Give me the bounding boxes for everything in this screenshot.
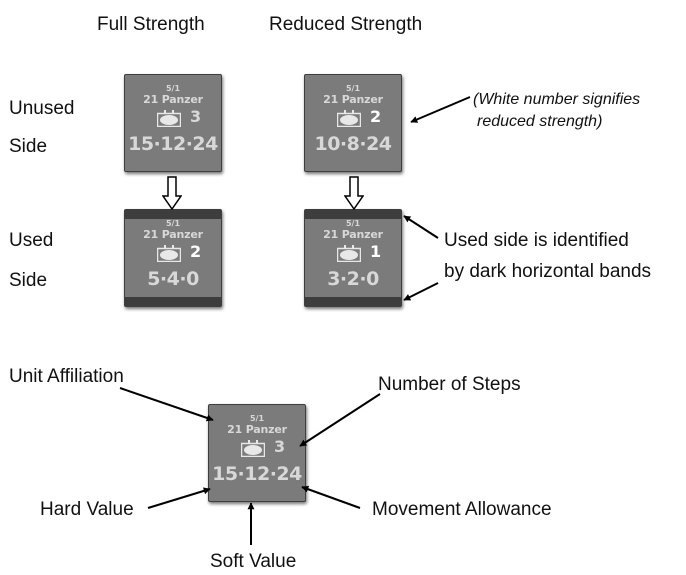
counter-values: 15·12·24 [212,463,302,485]
header-reduced-strength: Reduced Strength [269,14,423,35]
arrow-used-band-bottom [403,282,439,301]
tank-icon [337,110,361,127]
counter-unit: 21 Panzer [323,93,383,106]
row-label-unused: Unused [9,98,75,119]
header-full-strength: Full Strength [97,14,205,35]
arrow-white-number [410,96,471,123]
arrow-unit-affiliation [119,387,214,422]
label-number-of-steps: Number of Steps [378,374,521,395]
counter-values: 15·12·24 [128,133,218,155]
counter-unit: 21 Panzer [323,228,383,241]
note-white-number-line1: (White number signifies [473,91,641,108]
counter-unit: 21 Panzer [143,228,203,241]
tank-icon [241,440,265,457]
note-white-number-line2: reduced strength) [477,113,603,130]
note-white-number: (White number signifies reduced strength… [473,89,640,133]
label-soft-value: Soft Value [210,551,297,572]
arrow-movement-allowance [301,485,361,509]
row-label-used: Used [9,230,54,251]
label-movement-allowance: Movement Allowance [372,499,552,520]
label-unit-affiliation: Unit Affiliation [9,366,124,387]
label-hard-value: Hard Value [40,499,134,520]
counter-reduced-used: 5/1 21 Panzer 1 3·2·0 [304,209,402,307]
counter-example: 5/1 21 Panzer 3 15·12·24 [208,404,306,502]
counter-values: 10·8·24 [314,133,392,155]
tank-icon [157,245,181,262]
used-band-bottom [125,297,221,306]
counter-unit: 21 Panzer [143,93,203,106]
counter-full-unused: 5/1 21 Panzer 3 15·12·24 [124,74,222,172]
counter-division: 5/1 [249,414,265,423]
arrow-hard-value [147,487,211,509]
arrow-used-band-top [403,215,439,239]
counter-division: 5/1 [345,84,361,93]
counter-reduced-unused: 5/1 21 Panzer 2 10·8·24 [304,74,402,172]
row-label-used-side: Side [9,270,48,291]
used-band-top [305,210,401,219]
counter-values: 5·4·0 [147,268,199,290]
note-used-side-line2: by dark horizontal bands [444,261,652,282]
counter-division: 5/1 [165,84,181,93]
tank-icon [157,110,181,127]
tank-icon [337,245,361,262]
used-band-top [125,210,221,219]
counter-steps: 2 [370,107,382,126]
counter-steps: 3 [190,107,202,126]
flip-arrow-icon [162,176,182,210]
counter-steps: 1 [370,242,382,261]
counter-full-used: 5/1 21 Panzer 2 5·4·0 [124,209,222,307]
counter-steps: 2 [190,242,202,261]
counter-unit: 21 Panzer [227,423,287,436]
arrow-number-of-steps [299,393,381,447]
counter-division: 5/1 [345,219,361,228]
counter-steps: 3 [274,437,286,456]
counter-division: 5/1 [165,219,181,228]
flip-arrow-icon [344,176,364,210]
row-label-unused-side: Side [9,136,48,157]
counter-values: 3·2·0 [327,268,379,290]
note-used-side-line1: Used side is identified [444,230,629,251]
used-band-bottom [305,297,401,306]
